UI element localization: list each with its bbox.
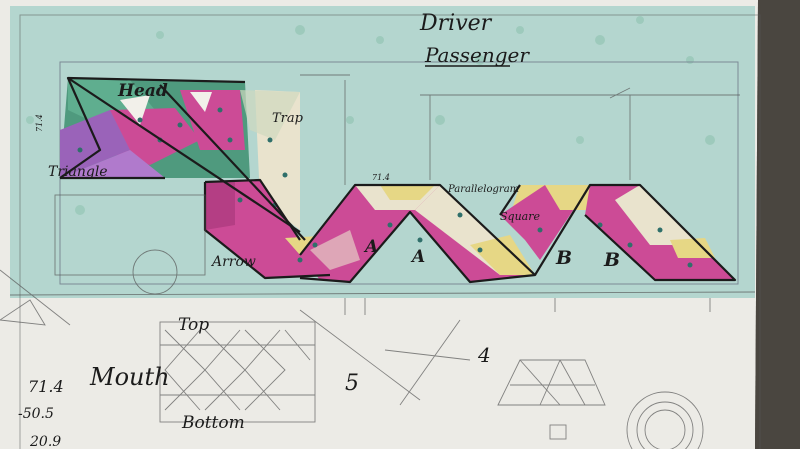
handwritten-labels: Driver Passenger Head Trap Triangle Arro… xyxy=(18,11,620,449)
ink-outlines xyxy=(59,76,737,284)
sketch-label-top: Top xyxy=(178,315,209,335)
label-parallelogram: Parallelogram xyxy=(447,184,519,195)
title-line-2: Passenger xyxy=(424,43,530,67)
paper-shadow xyxy=(755,0,800,449)
margin-number-3: 20.9 xyxy=(29,434,61,449)
sketch-label-mouth: Mouth xyxy=(89,363,170,391)
title-line-1: Driver xyxy=(419,11,493,36)
label-triangle: Triangle xyxy=(48,164,108,180)
label-trap: Trap xyxy=(272,111,304,126)
label-arrow: Arrow xyxy=(210,254,256,270)
page-border xyxy=(19,14,761,449)
label-a2: A xyxy=(410,247,425,267)
label-a1: A xyxy=(363,237,378,257)
label-head: Head xyxy=(117,81,168,101)
sketch-label-bottom: Bottom xyxy=(181,413,245,433)
margin-number-1: 71.4 xyxy=(28,377,64,396)
sketch-label-four: 4 xyxy=(477,343,491,367)
margin-number-2: -50.5 xyxy=(18,406,54,422)
label-square: Square xyxy=(500,210,540,223)
label-b2: B xyxy=(603,249,620,271)
sketch-label-five: 5 xyxy=(345,371,359,396)
label-measure-top: 71.4 xyxy=(372,173,390,182)
pencil-lines xyxy=(0,74,756,449)
label-measure-left: 71.4 xyxy=(35,114,44,132)
label-b1: B xyxy=(555,247,572,269)
